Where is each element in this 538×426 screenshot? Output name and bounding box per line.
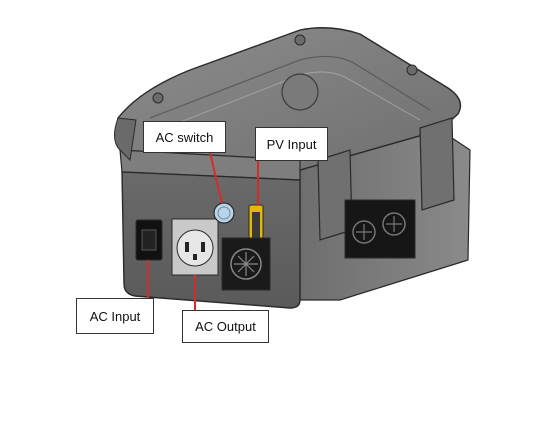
ac-output-callout: AC Output	[182, 310, 269, 343]
ac-switch-leader	[209, 152, 223, 204]
ac-output-pin	[201, 242, 205, 252]
lid-ridge	[149, 55, 431, 119]
side-latch	[419, 117, 455, 211]
ac-input-callout: AC Input	[76, 298, 154, 334]
ac-output-socket-face	[176, 229, 214, 267]
pv-input-callout: PV Input	[255, 127, 328, 161]
front-fan-blades	[234, 252, 258, 276]
lid-corner	[114, 117, 137, 162]
side-fan-icon	[382, 212, 406, 236]
lid-screw	[294, 34, 306, 46]
ac-output-pin	[185, 242, 189, 252]
ac-switch-ring	[217, 206, 231, 220]
pv-input-connector-inner	[252, 212, 260, 238]
front-fan-icon	[230, 248, 262, 280]
side-fan-blades	[356, 216, 402, 240]
ac-input-socket-inner	[141, 229, 157, 251]
lid-screw	[152, 92, 164, 104]
ac-switch-button	[213, 202, 235, 224]
ac-output-pin	[193, 254, 197, 260]
lid-screw	[281, 73, 319, 111]
side-fan-icon	[352, 220, 376, 244]
ac-switch-callout: AC switch	[143, 121, 226, 153]
lid-screw	[406, 64, 418, 76]
